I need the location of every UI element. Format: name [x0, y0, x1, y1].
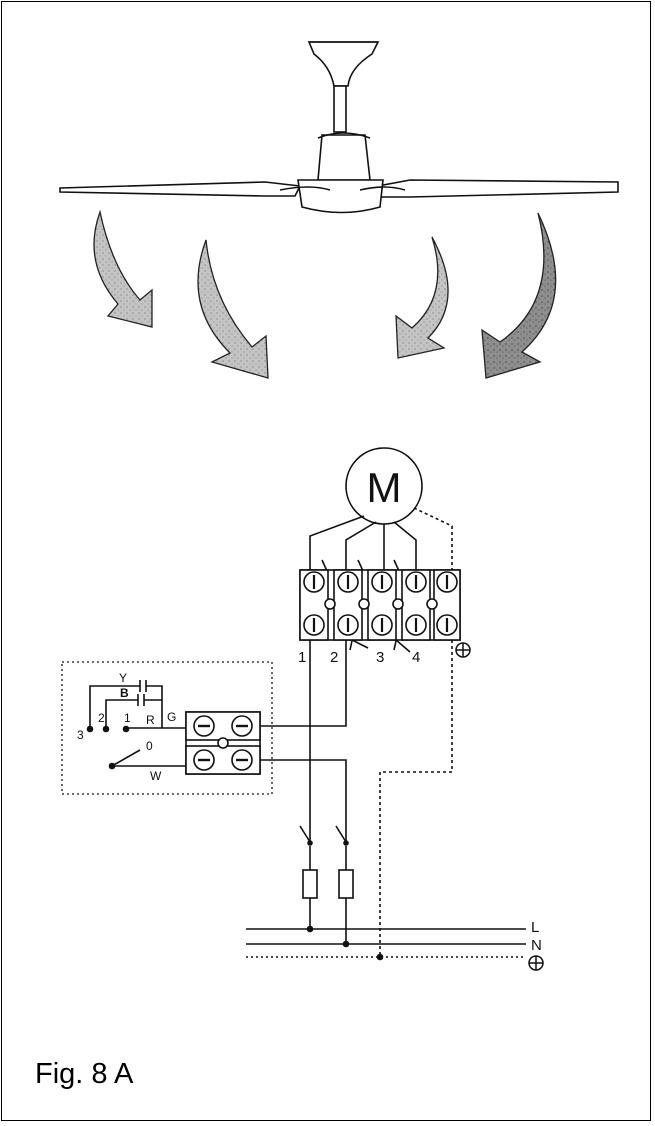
earth-symbol-icon: [455, 642, 471, 658]
motor-lead-4: [393, 521, 417, 574]
fan-downrod: [333, 85, 347, 133]
fuse-line: [302, 869, 318, 899]
fuse-neutral: [338, 869, 354, 899]
motor-lead-2: [345, 521, 377, 574]
terminal-label-4: 4: [412, 649, 420, 666]
fan-motor-housing: [317, 134, 371, 181]
figure-caption: Fig. 8 A: [35, 1058, 134, 1090]
terminal-label-3: 3: [376, 649, 384, 666]
motor-label: M: [367, 464, 402, 511]
wiring-schematic: [61, 447, 526, 961]
contact-label-0: 0: [146, 739, 153, 753]
contact-label-w: W: [150, 769, 162, 783]
contact-label-g: G: [167, 710, 176, 724]
motor-terminal-block: [299, 569, 461, 641]
supply-label-n: N: [531, 937, 542, 954]
terminal-label-1: 1: [298, 649, 306, 666]
capacitor-network: [89, 680, 186, 729]
controller-terminal-block: [185, 711, 261, 775]
airflow-arrow-3: [395, 236, 449, 359]
contact-label-3: 3: [77, 728, 84, 742]
fan-canopy: [307, 41, 380, 87]
motor-earth-lead: [413, 507, 453, 574]
fan-blade-right: [377, 179, 619, 198]
airflow-arrows: [93, 209, 557, 379]
contact-label-2: 2: [98, 711, 105, 725]
speed-selector-contacts: [86, 725, 130, 770]
double-pole-switch: [299, 825, 349, 870]
fan-hub: [297, 179, 384, 214]
wire-controller-to-neutral: [260, 759, 347, 842]
capacitor-label-b: B: [120, 686, 129, 700]
airflow-arrow-4: [481, 212, 557, 379]
airflow-arrow-1: [93, 209, 153, 328]
earth-wire: [379, 640, 453, 957]
motor-lead-1: [309, 515, 365, 574]
fan-blade-left: [59, 181, 302, 197]
terminal-screw-slots: [312, 575, 449, 632]
ceiling-fan-illustration: [59, 41, 619, 214]
terminal-earth: [433, 569, 461, 641]
supply-earth-symbol-icon: [528, 955, 544, 971]
terminal-label-2: 2: [330, 649, 338, 666]
airflow-arrow-2: [197, 239, 269, 379]
wire-controller-to-terminal-2: [260, 640, 347, 727]
supply-label-l: L: [531, 919, 539, 936]
contact-label-r: R: [146, 713, 155, 727]
capacitor-label-y: Y: [119, 671, 127, 685]
speed-selector-wiper: [111, 749, 141, 767]
contact-label-1: 1: [124, 711, 131, 725]
speed-controller-box: [61, 661, 273, 795]
